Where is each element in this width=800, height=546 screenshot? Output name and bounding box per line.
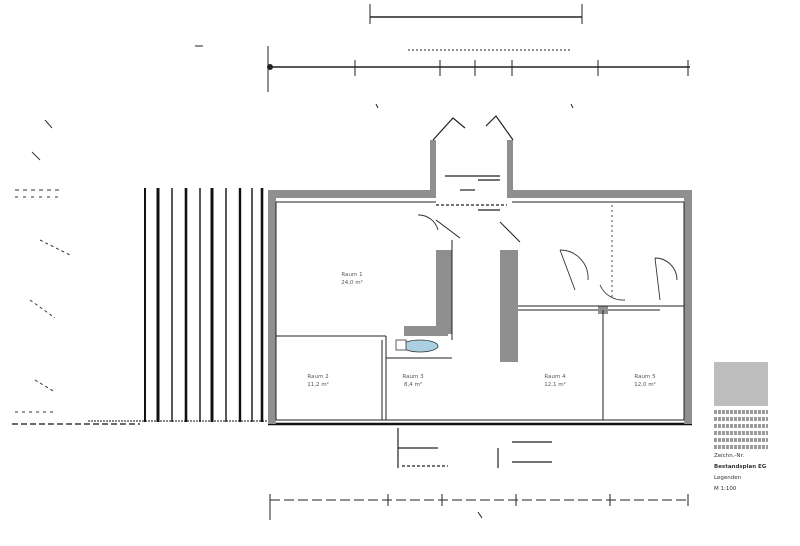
title-block-swatch	[714, 362, 768, 406]
door-swings	[417, 205, 678, 301]
bathroom-fixture	[395, 339, 439, 353]
title-block-title: Bestandsplan EG	[714, 464, 767, 470]
stair-hatching	[144, 188, 264, 422]
wall-inner-lines	[275, 201, 685, 421]
room-label: Raum 3	[402, 374, 424, 380]
entrance-tower	[432, 115, 514, 211]
room-label: Raum 2	[307, 374, 328, 380]
room-area: 11,2 m²	[307, 381, 329, 388]
title-block-drawing-number: Zeichn.-Nr.	[714, 453, 745, 459]
bottom-dimension-chain	[269, 494, 690, 520]
ground-line	[12, 420, 692, 426]
room-label: Raum 1	[341, 272, 362, 278]
title-block-legend: Legenden	[714, 475, 742, 481]
room-area: 12,1 m²	[544, 381, 566, 388]
room-area: 12,0 m²	[634, 381, 656, 388]
top-dimension-chain	[195, 4, 690, 109]
room-area: 8,4 m²	[404, 381, 422, 388]
room-labels: Raum 1 24,0 m² Raum 2 11,2 m² Raum 3 8,4…	[307, 272, 656, 388]
room-label: Raum 4	[544, 374, 566, 380]
exterior-walls	[268, 140, 692, 424]
elevation-marks	[397, 428, 552, 468]
title-block: Zeichn.-Nr. Bestandsplan EG Legenden M 1…	[714, 362, 770, 522]
room-label: Raum 5	[634, 374, 656, 380]
left-dimension-marks	[15, 119, 71, 413]
interior-walls	[404, 250, 608, 362]
room-area: 24,0 m²	[341, 279, 363, 286]
partition-lines	[276, 219, 684, 420]
title-block-notes	[714, 410, 768, 449]
title-block-scale: M 1:100	[714, 486, 737, 492]
